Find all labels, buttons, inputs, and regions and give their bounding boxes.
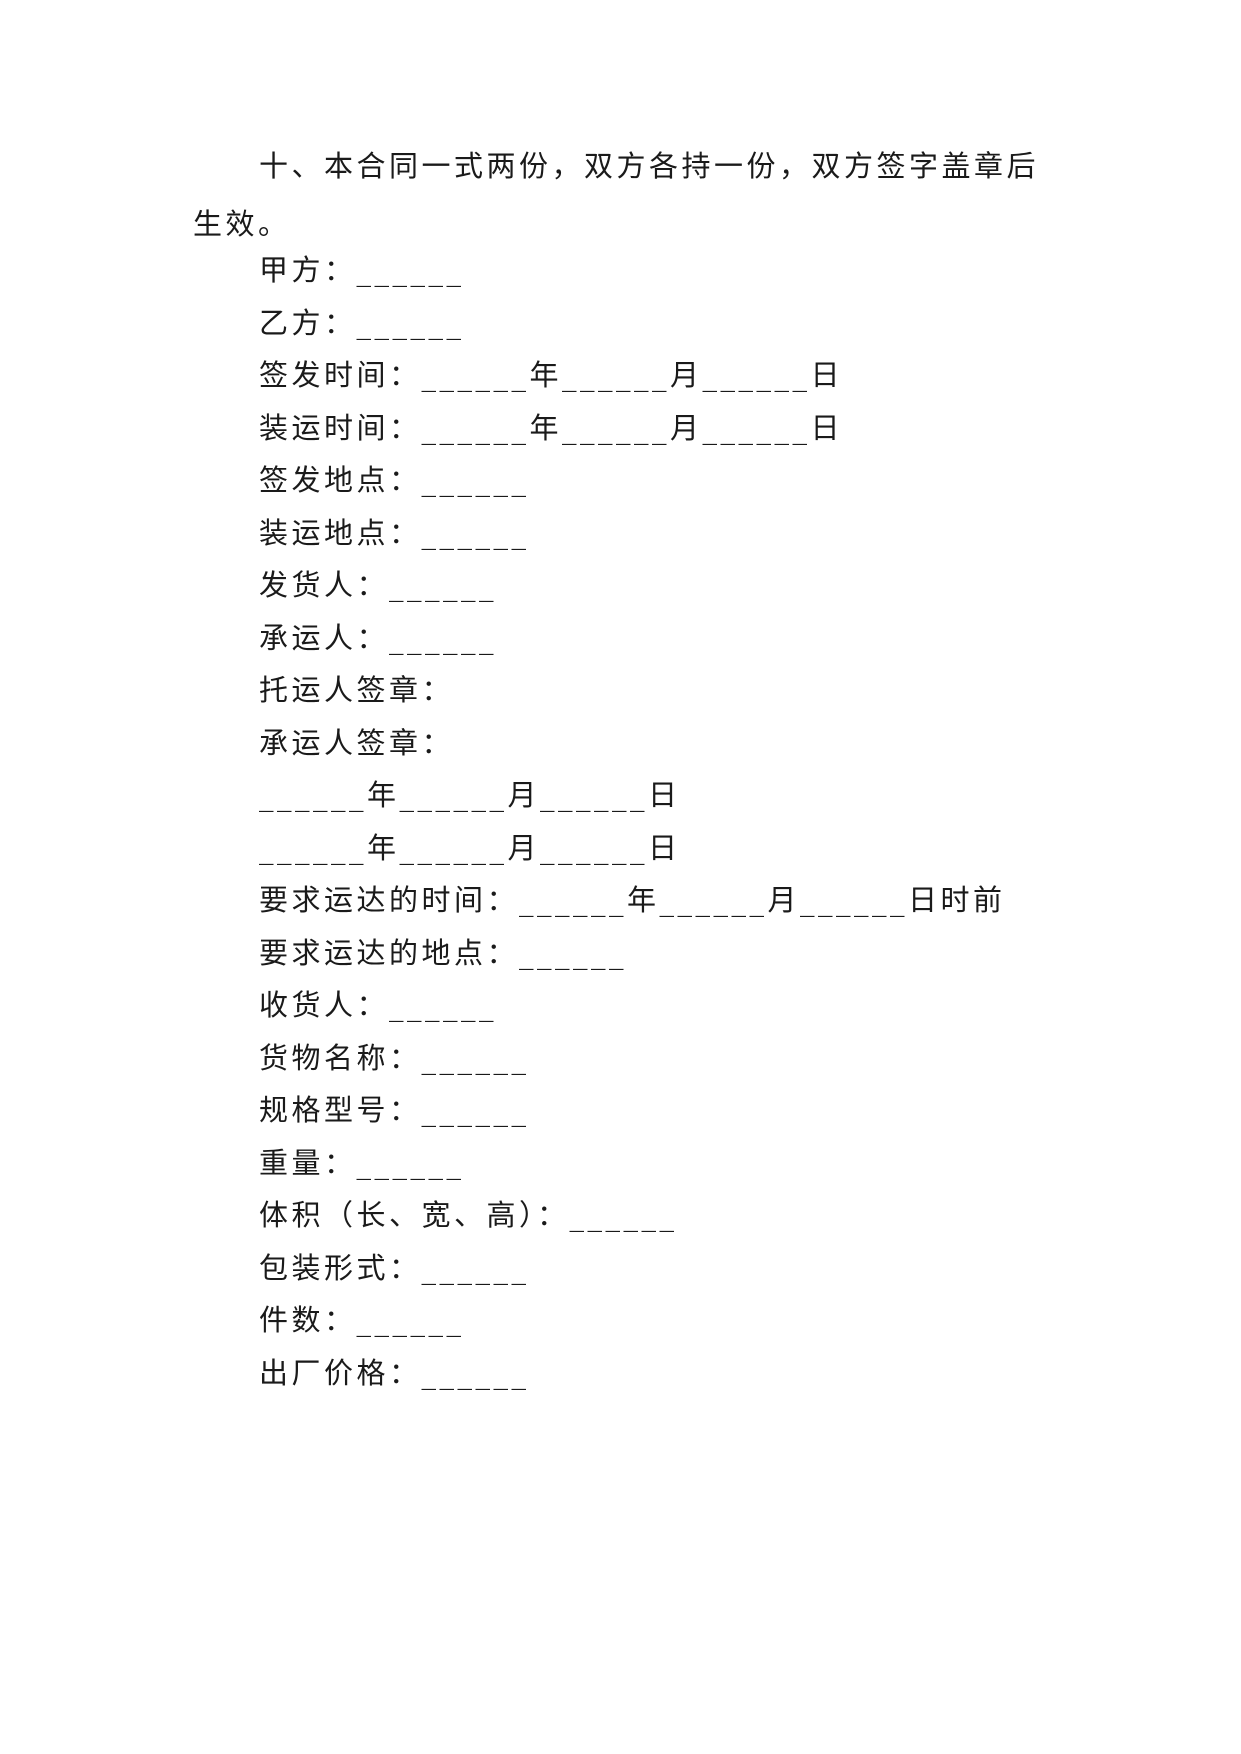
issue-place-line: 签发地点：______ (259, 463, 530, 497)
issue-date-line: 签发时间：______年______月______日 (259, 358, 844, 392)
carrier-line: 承运人：______ (259, 621, 498, 655)
signature-date-line-2: ______年______月______日 (259, 831, 681, 865)
shipping-date-line: 装运时间：______年______月______日 (259, 411, 844, 445)
party-b-line: 乙方：______ (259, 306, 465, 340)
consignor-line: 发货人：______ (259, 568, 498, 602)
shipping-place-line: 装运地点：______ (259, 516, 530, 550)
shipper-signature-line: 托运人签章： (259, 673, 455, 707)
party-a-line: 甲方：______ (259, 253, 465, 287)
packaging-line: 包装形式：______ (259, 1251, 530, 1285)
signature-date-line-1: ______年______月______日 (259, 778, 681, 812)
piece-count-line: 件数：______ (259, 1303, 465, 1337)
carrier-signature-line: 承运人签章： (259, 726, 455, 760)
required-arrival-place-line: 要求运达的地点：______ (259, 936, 628, 970)
goods-name-line: 货物名称：______ (259, 1041, 530, 1075)
clause-10-paragraph: 十、本合同一式两份，双方各持一份，双方签字盖章后生效。 (193, 149, 1040, 241)
weight-line: 重量：______ (259, 1146, 465, 1180)
factory-price-line: 出厂价格：______ (259, 1356, 530, 1390)
model-spec-line: 规格型号：______ (259, 1093, 530, 1127)
consignee-line: 收货人：______ (259, 988, 498, 1022)
volume-line: 体积（长、宽、高）：______ (259, 1198, 678, 1232)
required-arrival-time-line: 要求运达的时间：______年______月______日时前 (259, 883, 1006, 917)
